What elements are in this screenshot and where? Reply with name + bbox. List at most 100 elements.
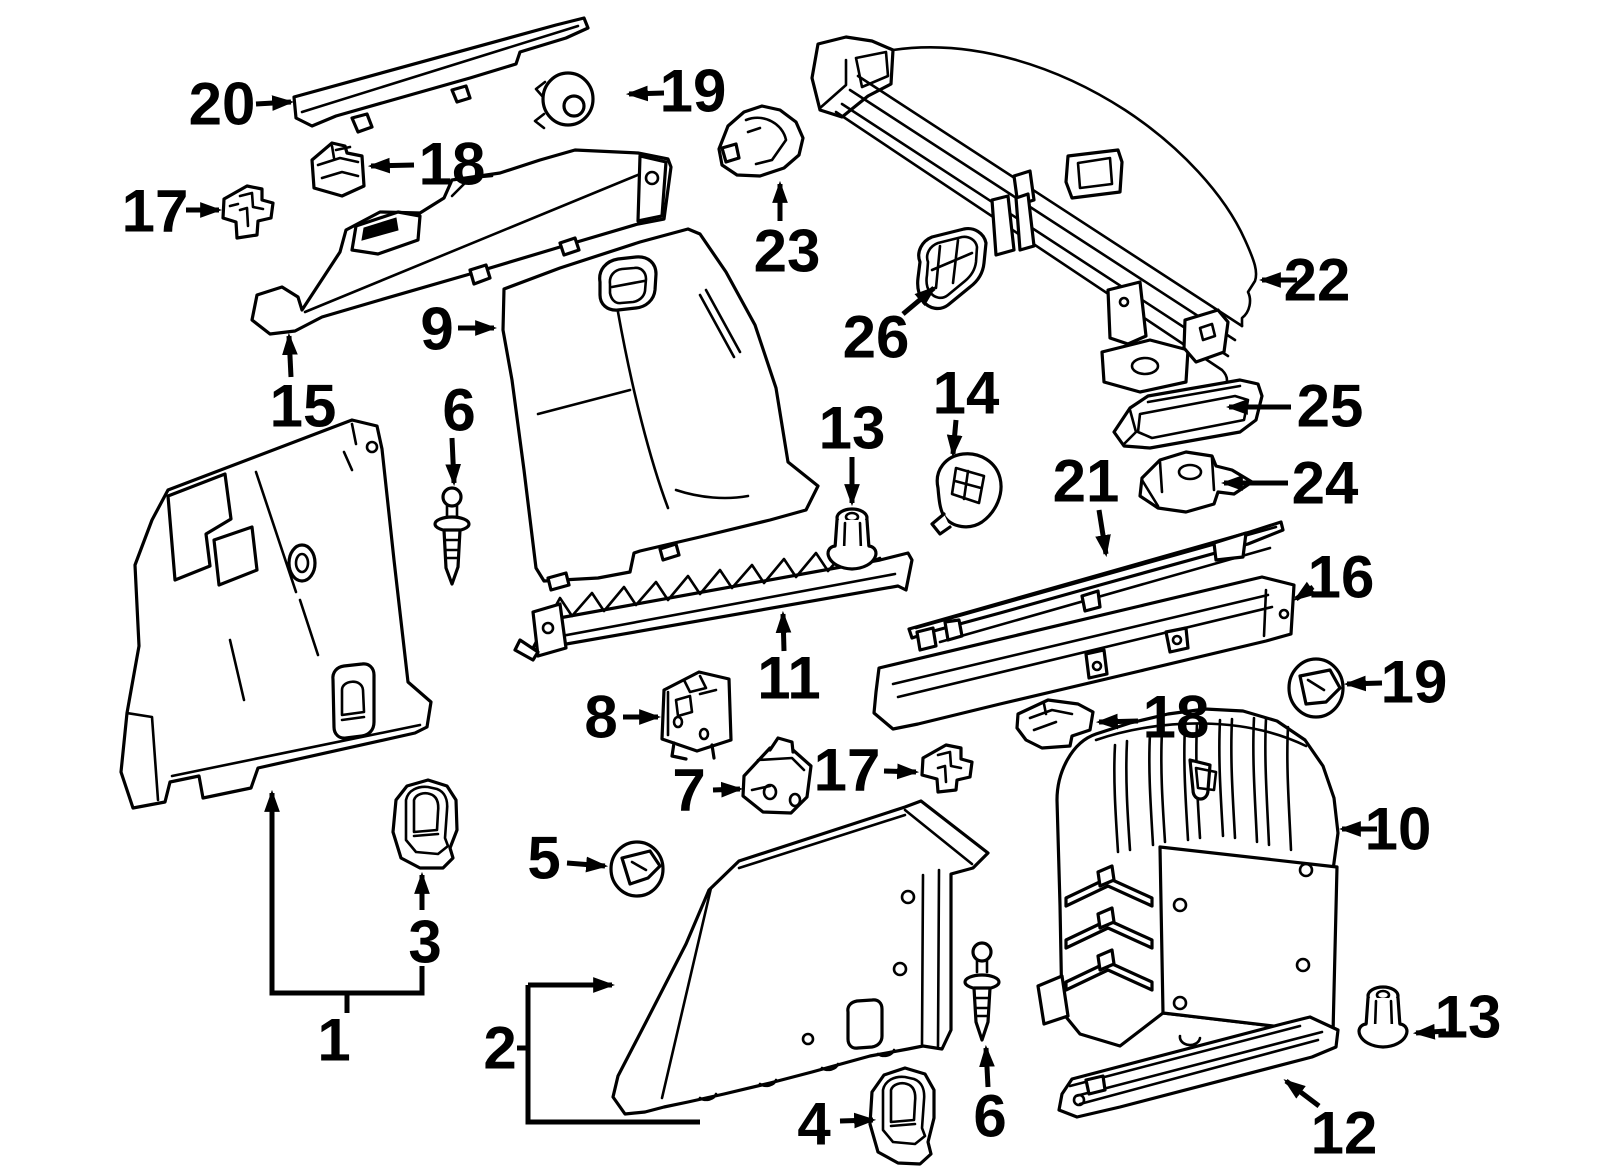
callout-18[interactable]: 18 xyxy=(1095,684,1210,751)
callout-arrow xyxy=(255,95,295,111)
callout-arrow xyxy=(775,610,792,652)
part-3 xyxy=(391,778,459,870)
callout-arrow xyxy=(979,1044,995,1088)
part-number-label[interactable]: 10 xyxy=(1365,796,1432,863)
part-number-label[interactable]: 8 xyxy=(584,684,617,751)
part-number-label[interactable]: 1 xyxy=(317,1007,350,1074)
part-number-label[interactable]: 17 xyxy=(122,178,189,245)
part-23 xyxy=(717,104,805,178)
part-number-label[interactable]: 18 xyxy=(419,131,486,198)
part-number-label[interactable]: 16 xyxy=(1308,544,1375,611)
part-number-label[interactable]: 24 xyxy=(1292,450,1359,517)
part-8 xyxy=(660,670,733,761)
callout-5[interactable]: 5 xyxy=(527,825,609,892)
callout-26[interactable]: 26 xyxy=(843,285,937,371)
part-number-label[interactable]: 7 xyxy=(672,757,705,824)
callout-25[interactable]: 25 xyxy=(1225,373,1364,440)
part-number-label[interactable]: 21 xyxy=(1053,448,1120,515)
part-25 xyxy=(1112,378,1264,450)
part-number-label[interactable]: 25 xyxy=(1297,373,1364,440)
callout-arrow xyxy=(1095,713,1139,730)
callout-4[interactable]: 4 xyxy=(797,1091,877,1158)
part-number-label[interactable]: 3 xyxy=(408,909,441,976)
callout-9[interactable]: 9 xyxy=(420,296,498,363)
part-17-lower xyxy=(920,743,974,794)
callout-arrow xyxy=(1283,1079,1321,1108)
callout-arrow xyxy=(1412,1023,1447,1040)
part-6-upper xyxy=(433,486,471,586)
part-number-label[interactable]: 17 xyxy=(814,737,881,804)
part-5 xyxy=(609,840,665,898)
part-number-label[interactable]: 11 xyxy=(757,645,820,712)
part-number-label[interactable]: 20 xyxy=(189,71,256,138)
part-20 xyxy=(292,16,590,134)
part-number-label[interactable]: 6 xyxy=(442,377,475,444)
part-number-label[interactable]: 13 xyxy=(1435,984,1502,1051)
part-number-label[interactable]: 12 xyxy=(1311,1100,1378,1167)
callout-17[interactable]: 17 xyxy=(814,737,920,804)
part-number-label[interactable]: 18 xyxy=(1143,684,1210,751)
callout-bracket-line xyxy=(525,985,700,1125)
callout-15[interactable]: 15 xyxy=(270,332,337,440)
part-number-label[interactable]: 23 xyxy=(754,218,821,285)
callout-arrow xyxy=(839,1112,877,1129)
part-11 xyxy=(513,546,914,662)
callout-14[interactable]: 14 xyxy=(933,360,1000,458)
callout-arrow xyxy=(625,85,665,102)
callout-3[interactable]: 3 xyxy=(408,871,442,976)
part-number-label[interactable]: 15 xyxy=(270,373,337,440)
callout-6[interactable]: 6 xyxy=(973,1044,1007,1150)
part-number-label[interactable]: 2 xyxy=(483,1015,516,1082)
callout-24[interactable]: 24 xyxy=(1220,450,1359,517)
part-14 xyxy=(930,452,1003,536)
callout-21[interactable]: 21 xyxy=(1053,448,1120,558)
part-number-label[interactable]: 26 xyxy=(843,304,910,371)
callout-arrow xyxy=(282,332,298,378)
part-number-label[interactable]: 5 xyxy=(527,825,560,892)
part-number-label[interactable]: 13 xyxy=(819,395,886,462)
callout-16[interactable]: 16 xyxy=(1293,544,1375,611)
callout-20[interactable]: 20 xyxy=(189,71,295,138)
part-22 xyxy=(810,35,1258,394)
callout-13[interactable]: 13 xyxy=(1412,984,1502,1051)
part-10 xyxy=(1036,707,1340,1053)
callout-17[interactable]: 17 xyxy=(122,178,223,245)
callout-arrow xyxy=(883,763,920,780)
part-number-label[interactable]: 9 xyxy=(420,296,453,363)
callout-arrow xyxy=(566,856,609,873)
part-4 xyxy=(868,1066,936,1166)
callout-19[interactable]: 19 xyxy=(625,58,727,125)
part-6-lower xyxy=(963,941,1001,1042)
callout-1[interactable]: 1 xyxy=(264,789,425,1074)
callout-19[interactable]: 19 xyxy=(1343,649,1448,716)
callout-arrow xyxy=(1293,581,1316,602)
callout-7[interactable]: 7 xyxy=(672,757,744,824)
callout-arrow xyxy=(712,781,744,798)
part-16 xyxy=(872,575,1296,731)
callout-12[interactable]: 12 xyxy=(1283,1079,1378,1167)
part-number-label[interactable]: 6 xyxy=(973,1083,1006,1150)
part-number-label[interactable]: 14 xyxy=(933,360,1000,427)
callout-arrow xyxy=(946,419,963,458)
callout-23[interactable]: 23 xyxy=(754,180,821,285)
part-9 xyxy=(501,227,820,592)
callout-22[interactable]: 22 xyxy=(1258,247,1351,314)
part-7 xyxy=(741,736,813,815)
part-24 xyxy=(1138,450,1254,514)
callout-arrow xyxy=(445,437,462,487)
callout-2[interactable]: 2 xyxy=(483,977,700,1125)
part-number-label[interactable]: 19 xyxy=(660,58,727,125)
callout-arrow xyxy=(1343,675,1383,692)
callout-10[interactable]: 10 xyxy=(1338,796,1432,863)
part-number-label[interactable]: 4 xyxy=(797,1091,831,1158)
callout-6[interactable]: 6 xyxy=(442,377,476,487)
callout-18[interactable]: 18 xyxy=(367,131,486,198)
callout-8[interactable]: 8 xyxy=(584,684,662,751)
part-number-label[interactable]: 22 xyxy=(1284,247,1351,314)
part-number-label[interactable]: 19 xyxy=(1381,649,1448,716)
callout-13[interactable]: 13 xyxy=(819,395,886,507)
callout-11[interactable]: 11 xyxy=(757,610,821,712)
callout-arrow xyxy=(901,285,937,316)
part-1 xyxy=(119,418,433,810)
